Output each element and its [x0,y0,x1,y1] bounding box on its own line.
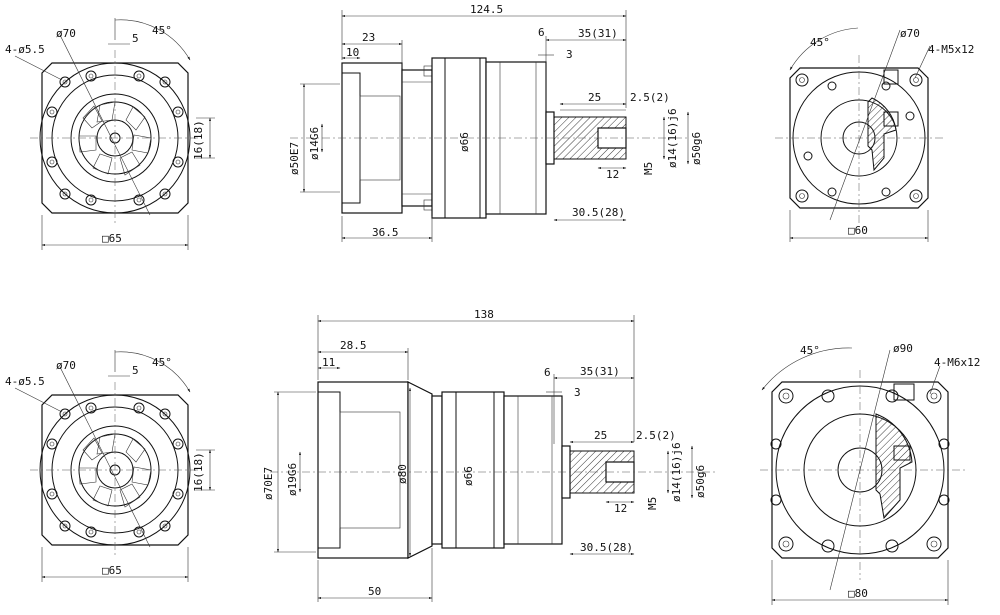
bottom-side-flange-length: 28.5 [340,339,367,352]
bottom-side-shaft-dia: ø14(16)j6 [670,442,683,502]
top-side-body-dia: ø66 [458,132,471,152]
bottom-side-output-length: 35(31) [580,365,620,378]
bolt-hole-circle [46,70,184,206]
bottom-side-overall-length: 138 [474,308,494,321]
top-side-shaft-dia: ø14(16)j6 [666,108,679,168]
top-side-tap-depth: 12 [606,168,619,181]
top-side-tap: M5 [642,162,655,175]
bottom-front-offset: 5 [132,364,139,377]
bottom-side-input-length: 50 [368,585,381,598]
top-side-key-offset: 2.5(2) [630,91,670,104]
bottom-side-output-total: 30.5(28) [580,541,633,554]
top-side-spigot-length: 10 [346,46,359,59]
top-side-view [290,10,690,242]
top-side-input-bore: ø14G6 [308,127,321,160]
top-front-angle: 45° [152,24,172,37]
top-front-key-height: 16(18) [192,120,205,160]
top-side-shaft-key-len: 25 [588,91,601,104]
bottom-side-tap: M5 [646,497,659,510]
bottom-front-angle: 45° [152,356,172,369]
bottom-side-flange-dia: ø80 [396,464,409,484]
bottom-side-pilot-dia: ø70E7 [262,467,275,500]
bottom-rear-square: □80 [848,587,868,600]
top-side-overall-length: 124.5 [470,3,503,16]
bottom-side-step: 6 [544,366,551,379]
bottom-side-input-bore: ø19G6 [286,463,299,496]
top-front-bolt-holes: 4-ø5.5 [5,43,45,56]
bottom-side-tap-depth: 12 [614,502,627,515]
bottom-rear-view [760,347,965,605]
top-rear-pcd: ø70 [900,27,920,40]
bottom-side-shoulder: 3 [574,386,581,399]
top-side-output-length: 35(31) [578,27,618,40]
bottom-front-pcd: ø70 [56,359,76,372]
top-rear-view [775,27,945,242]
bottom-side-shaft-key-len: 25 [594,429,607,442]
top-rear-taps: 4-M5x12 [928,43,974,56]
bottom-side-view [270,315,715,602]
top-side-flange-length: 23 [362,31,375,44]
top-rear-square: □60 [848,224,868,237]
top-rear-angle: 45° [810,36,830,49]
top-front-square: □65 [102,232,122,245]
top-side-output-spigot: ø50g6 [690,132,703,165]
bottom-front-view [14,350,215,582]
top-side-input-length: 36.5 [372,226,399,239]
bottom-side-body-dia: ø66 [462,466,475,486]
top-front-offset: 5 [132,32,139,45]
bolt-hole-circle [46,402,184,538]
bottom-front-square: □65 [102,564,122,577]
bottom-rear-taps: 4-M6x12 [934,356,980,369]
top-side-output-total: 30.5(28) [572,206,625,219]
bottom-rear-pcd: ø90 [893,342,913,355]
top-side-shoulder: 3 [566,48,573,61]
bottom-side-key-offset: 2.5(2) [636,429,676,442]
bottom-front-bolt-holes: 4-ø5.5 [5,375,45,388]
top-front-view [14,18,215,250]
top-side-step: 6 [538,26,545,39]
bottom-side-spigot-length: 11 [322,356,335,369]
bottom-front-key-height: 16(18) [192,452,205,492]
bottom-rear-angle: 45° [800,344,820,357]
top-side-pilot-dia: ø50E7 [288,142,301,175]
top-front-pcd: ø70 [56,27,76,40]
bottom-side-output-spigot: ø50g6 [694,465,707,498]
